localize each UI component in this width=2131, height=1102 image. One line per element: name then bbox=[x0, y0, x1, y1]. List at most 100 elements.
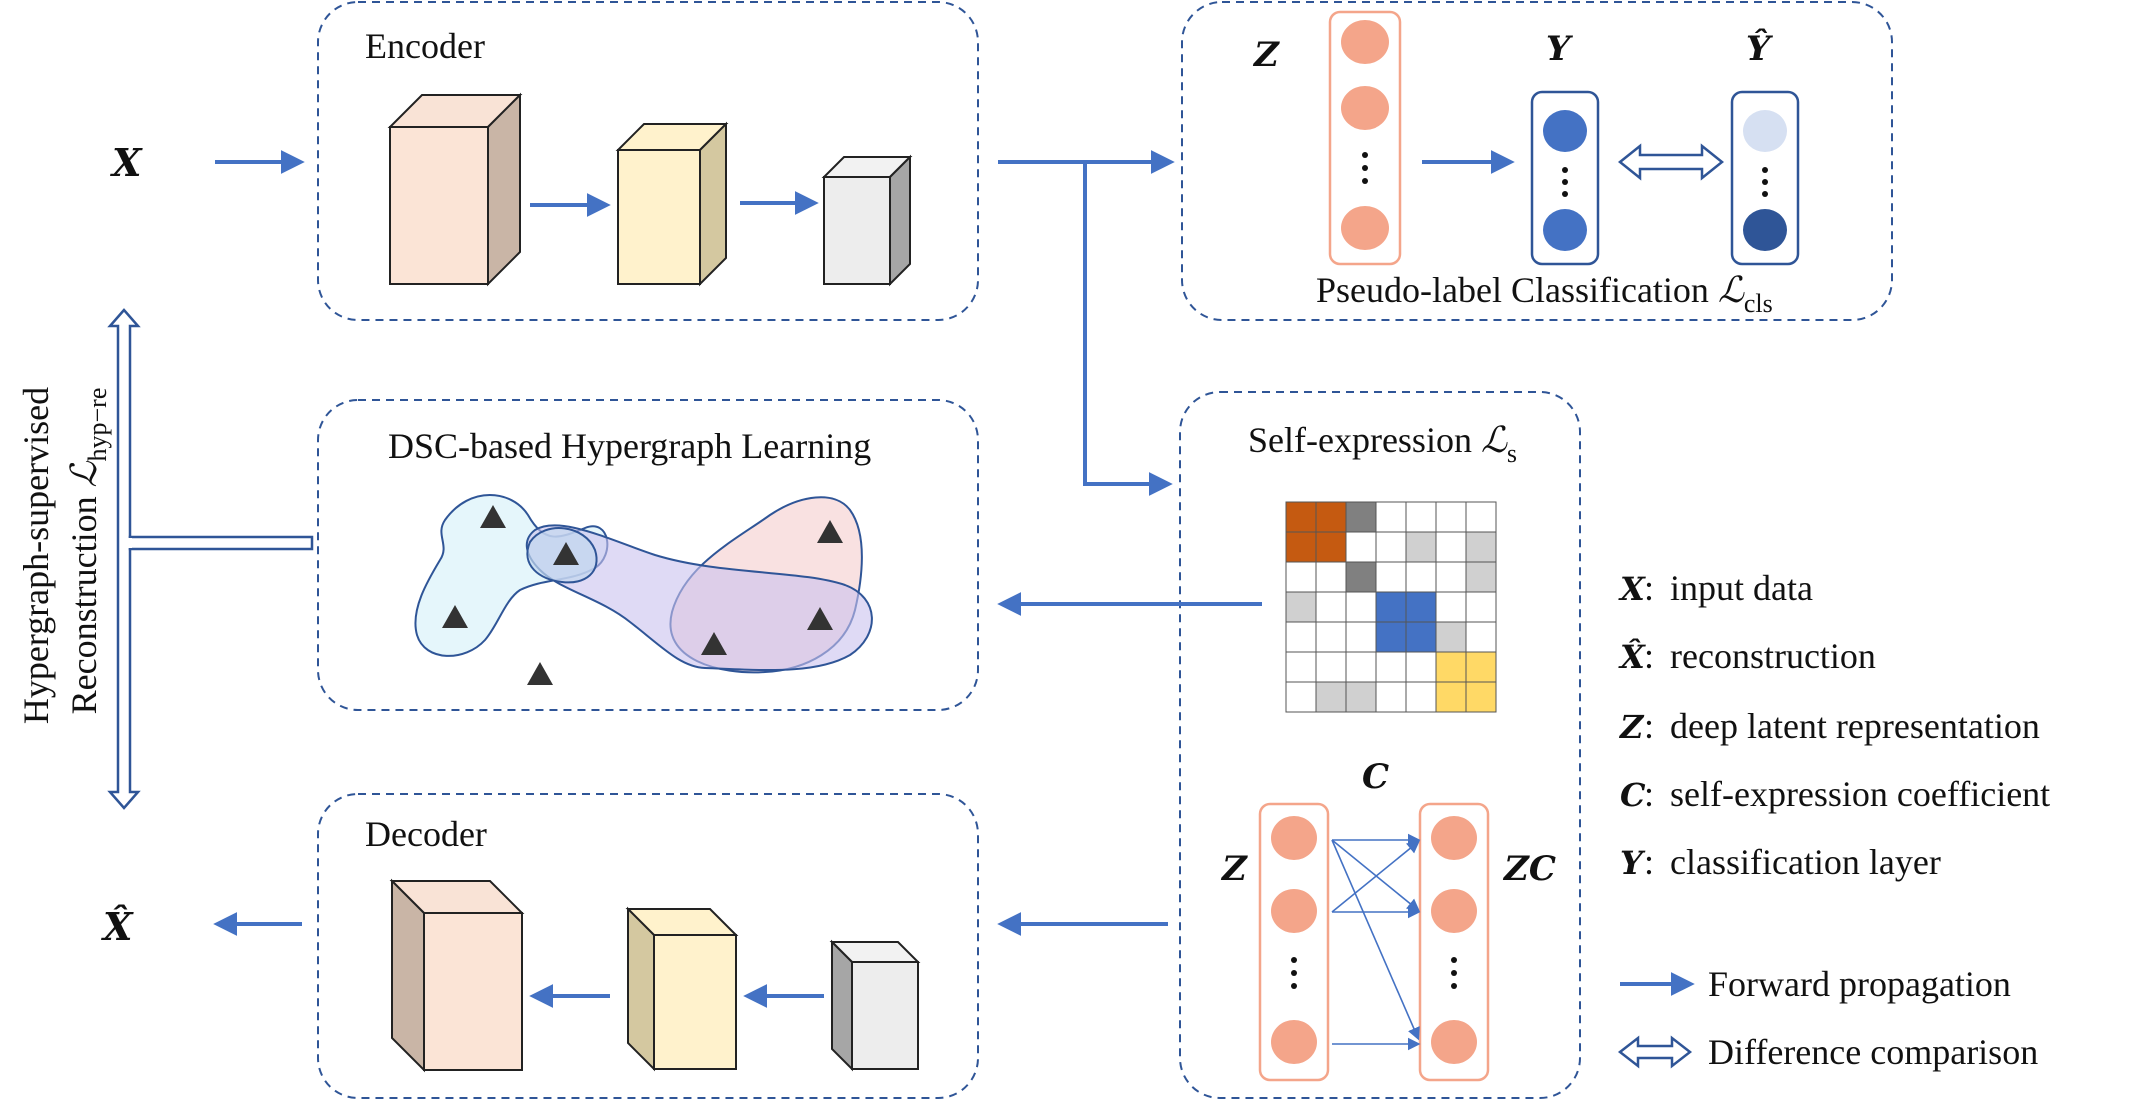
legend-forward-text: Forward propagation bbox=[1708, 964, 2011, 1004]
decoder-panel bbox=[317, 793, 979, 1099]
legend-symbol-c: C bbox=[1620, 776, 1646, 814]
legend-colon: : bbox=[1644, 568, 1654, 608]
matrix-cell bbox=[1405, 621, 1437, 653]
matrix-cell bbox=[1375, 501, 1407, 533]
se-zc-label: ZC bbox=[1502, 849, 1556, 889]
z-node bbox=[1341, 20, 1389, 64]
self-expression-title: Self-expression ℒs bbox=[1248, 420, 1517, 468]
matrix-cell bbox=[1285, 531, 1317, 563]
matrix-cell bbox=[1465, 681, 1497, 713]
matrix-cell bbox=[1405, 561, 1437, 593]
vertex-triangle bbox=[701, 632, 727, 655]
c-label: C bbox=[1362, 757, 1389, 797]
matrix-cell bbox=[1405, 591, 1437, 623]
matrix-cell bbox=[1345, 681, 1377, 713]
decoder-block-large bbox=[389, 878, 525, 1073]
se-z-label: Z bbox=[1220, 849, 1248, 889]
matrix-cell bbox=[1345, 651, 1377, 683]
legend-colon: : bbox=[1644, 706, 1654, 746]
matrix-cell bbox=[1405, 681, 1437, 713]
ellipsis-dot bbox=[1362, 165, 1368, 171]
legend-colon: : bbox=[1644, 636, 1654, 676]
matrix-cell bbox=[1405, 501, 1437, 533]
reconstruction-label: Hypergraph-supervised Reconstruction ℒhy… bbox=[16, 378, 112, 724]
class-z-label: Z bbox=[1252, 35, 1280, 75]
encoder-block-large bbox=[387, 92, 523, 287]
ellipsis-dot bbox=[1562, 179, 1568, 185]
matrix-cell bbox=[1375, 591, 1407, 623]
matrix-cell bbox=[1375, 621, 1407, 653]
legend-symbol-x: X bbox=[1618, 570, 1646, 608]
classification-title: Pseudo-label Classification ℒcls bbox=[1316, 270, 1773, 318]
legend-colon: : bbox=[1644, 842, 1654, 882]
matrix-cell bbox=[1435, 591, 1467, 623]
matrix-cell bbox=[1405, 651, 1437, 683]
matrix-cell bbox=[1375, 681, 1407, 713]
vertex-triangle bbox=[807, 607, 833, 630]
legend-symbol-z: Z bbox=[1618, 708, 1645, 746]
z-node bbox=[1271, 816, 1317, 860]
hypergraph-drawing bbox=[414, 494, 873, 685]
encoder-title: Encoder bbox=[365, 26, 485, 66]
reconstruction-bracket-arrow bbox=[107, 308, 314, 810]
legend-difference-text: Difference comparison bbox=[1708, 1032, 2038, 1072]
ellipsis-dot bbox=[1362, 178, 1368, 184]
legend-text-y: classification layer bbox=[1670, 842, 1941, 882]
decoder-block-small bbox=[829, 939, 921, 1072]
matrix-cell bbox=[1405, 531, 1437, 563]
vertex-triangle bbox=[442, 605, 468, 628]
zc-node bbox=[1431, 889, 1477, 933]
legend-symbol-y: Y bbox=[1620, 844, 1646, 882]
ellipsis-dot bbox=[1451, 983, 1457, 989]
z-node bbox=[1341, 86, 1389, 130]
class-y-hat-label: Ŷ bbox=[1746, 28, 1773, 69]
vertex-triangle bbox=[553, 542, 579, 565]
encoder-panel bbox=[317, 1, 979, 321]
matrix-cell bbox=[1315, 681, 1347, 713]
matrix-cell bbox=[1315, 651, 1347, 683]
z-vector-column bbox=[1328, 10, 1402, 266]
matrix-cell bbox=[1465, 621, 1497, 653]
z-node bbox=[1341, 206, 1389, 250]
matrix-cell bbox=[1315, 561, 1347, 593]
connection-line bbox=[1331, 839, 1420, 1041]
decoder-block-medium bbox=[625, 906, 739, 1072]
connection-line bbox=[1331, 840, 1420, 913]
difference-comparison-arrow bbox=[1617, 143, 1725, 181]
ellipsis-dot bbox=[1562, 191, 1568, 197]
matrix-cell bbox=[1285, 651, 1317, 683]
se-zc-column bbox=[1418, 802, 1490, 1082]
matrix-cell bbox=[1345, 501, 1377, 533]
matrix-cell bbox=[1315, 531, 1347, 563]
matrix-cell bbox=[1345, 621, 1377, 653]
class-y-label: Y bbox=[1546, 29, 1573, 69]
zc-node bbox=[1431, 1020, 1477, 1064]
y-vector-column bbox=[1530, 90, 1600, 266]
matrix-cell bbox=[1345, 561, 1377, 593]
ellipsis-dot bbox=[1362, 152, 1368, 158]
legend-text-c: self-expression coefficient bbox=[1670, 774, 2050, 814]
legend-text-x: input data bbox=[1670, 568, 1813, 608]
matrix-cell bbox=[1465, 501, 1497, 533]
matrix-cell bbox=[1435, 561, 1467, 593]
se-z-column bbox=[1258, 802, 1330, 1082]
legend-difference-arrow-icon bbox=[1617, 1035, 1693, 1069]
self-expression-panel bbox=[1179, 391, 1581, 1099]
legend-symbol-x-hat: X̂ bbox=[1618, 638, 1646, 676]
encoder-block-medium bbox=[615, 121, 729, 287]
legend-text-x-hat: reconstruction bbox=[1670, 636, 1876, 676]
matrix-cell bbox=[1285, 621, 1317, 653]
hypergraph-panel bbox=[317, 399, 979, 711]
matrix-cell bbox=[1285, 591, 1317, 623]
legend: X : input data X̂ : reconstruction Z : d… bbox=[1617, 568, 2050, 1072]
ellipsis-dot bbox=[1291, 983, 1297, 989]
y-hat-vector-column bbox=[1730, 90, 1800, 266]
ellipsis-dot bbox=[1762, 179, 1768, 185]
output-x-hat-label: X̂ bbox=[101, 904, 134, 949]
z-node bbox=[1271, 889, 1317, 933]
matrix-cell bbox=[1435, 621, 1467, 653]
matrix-cell bbox=[1465, 591, 1497, 623]
matrix-cell bbox=[1465, 651, 1497, 683]
matrix-cell bbox=[1285, 561, 1317, 593]
